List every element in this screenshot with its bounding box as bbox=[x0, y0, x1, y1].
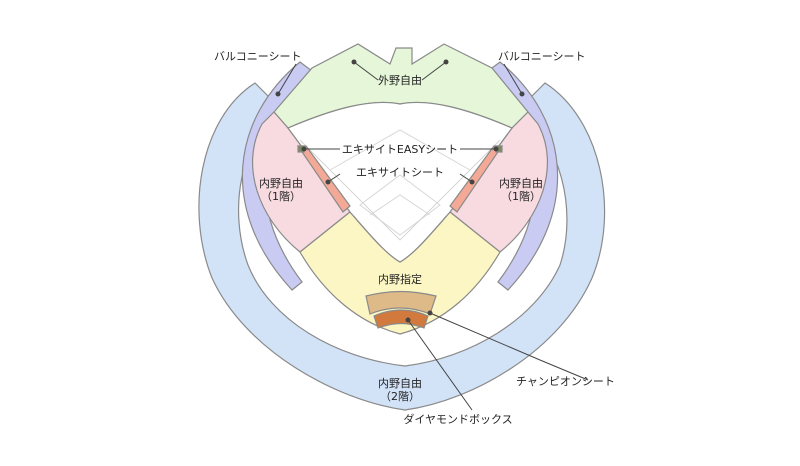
label-infield-2f-line1: 内野自由 bbox=[378, 376, 422, 390]
label-balcony-left: バルコニーシート bbox=[214, 50, 302, 63]
leader-lines bbox=[275, 59, 589, 411]
section-champion[interactable] bbox=[365, 290, 437, 315]
section-infield-2f[interactable] bbox=[198, 82, 606, 411]
label-excite: エキサイトシート bbox=[356, 166, 444, 179]
label-infield-1f-left-line2: （1階） bbox=[261, 189, 301, 203]
label-infield-1f-left-line1: 内野自由 bbox=[259, 176, 303, 190]
label-infield-1f-right-line2: （1階） bbox=[501, 189, 541, 203]
section-diamond-box[interactable] bbox=[373, 309, 429, 329]
label-outfield: 外野自由 bbox=[378, 73, 422, 87]
label-excite-easy: エキサイトEASYシート bbox=[342, 143, 458, 156]
label-diamond-box: ダイヤモンドボックス bbox=[403, 412, 512, 426]
label-infield-1f-right-line1: 内野自由 bbox=[499, 176, 543, 190]
field-lines bbox=[299, 129, 501, 241]
label-champion: チャンピオンシート bbox=[516, 375, 615, 388]
playing-field bbox=[287, 101, 513, 263]
label-infield-2f-line2: （2階） bbox=[380, 389, 420, 403]
label-balcony-right: バルコニーシート bbox=[498, 50, 586, 63]
label-infield-reserved: 内野指定 bbox=[378, 272, 422, 286]
